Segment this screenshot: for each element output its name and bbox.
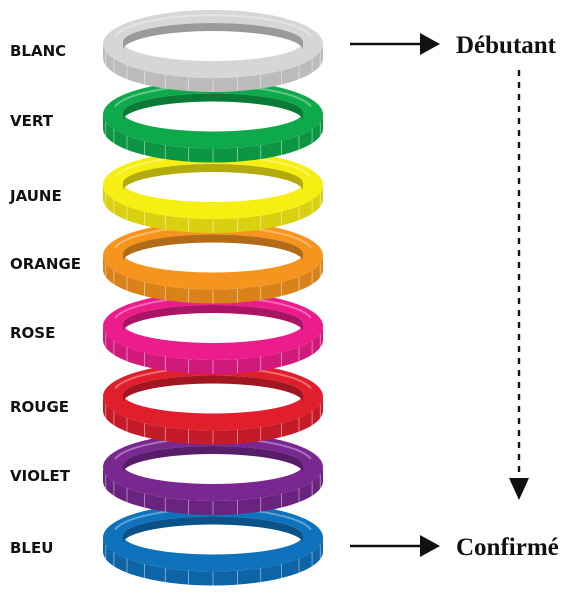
stage-start-label: Débutant	[456, 32, 557, 59]
level-label-orange: ORANGE	[10, 255, 81, 273]
level-label-jaune: JAUNE	[9, 187, 62, 205]
bracelet-rim	[102, 9, 323, 79]
bracelet-inner-wall	[123, 305, 303, 332]
bracelet-violet	[102, 432, 323, 515]
bracelet-jaune	[102, 150, 323, 233]
arrow-head-icon	[420, 33, 440, 55]
bracelet-highlight	[114, 14, 312, 37]
level-label-bleu: BLEU	[10, 539, 53, 557]
bracelet-wall	[103, 44, 323, 92]
level-label-rose: ROSE	[10, 324, 55, 342]
bracelet-inner-wall	[123, 375, 303, 403]
bracelet-rim	[102, 362, 323, 431]
bracelet-stack	[102, 9, 323, 586]
bracelet-wall	[103, 185, 323, 233]
bracelet-rose	[102, 291, 323, 374]
bracelet-inner-wall	[123, 516, 303, 544]
level-labels: BLANC VERT JAUNE ORANGE ROSE ROUGE VIOLE…	[9, 42, 81, 557]
bracelet-rim	[102, 221, 323, 290]
bracelet-wall	[103, 255, 323, 304]
bracelet-wall	[103, 326, 323, 374]
bracelet-rim	[102, 503, 323, 572]
bracelet-inner-wall	[123, 234, 303, 262]
bracelet-wall	[103, 467, 323, 515]
bracelet-rim	[102, 80, 323, 149]
bracelet-wall	[103, 114, 323, 163]
bracelet-inner-wall	[123, 23, 303, 50]
level-label-rouge: ROUGE	[10, 398, 69, 416]
bracelet-blanc	[102, 9, 323, 92]
end-arrow	[350, 535, 440, 557]
progression-arrow	[509, 70, 529, 500]
stage-end-label: Confirmé	[456, 534, 559, 561]
level-label-blanc: BLANC	[10, 42, 66, 60]
bracelet-rim	[102, 291, 323, 361]
bracelet-wall	[103, 537, 323, 586]
down-arrow-head-icon	[509, 478, 529, 500]
bracelet-wall	[103, 396, 323, 445]
level-label-vert: VERT	[10, 112, 54, 130]
start-arrow	[350, 33, 440, 55]
level-label-violet: VIOLET	[10, 467, 71, 485]
bracelet-orange	[102, 221, 323, 304]
bracelet-inner-wall	[123, 93, 303, 121]
bracelet-bleu	[102, 503, 323, 586]
arrow-head-icon	[420, 535, 440, 557]
bracelet-rouge	[102, 362, 323, 445]
bracelet-inner-wall	[123, 446, 303, 473]
bracelet-rim	[102, 150, 323, 220]
bracelet-rim	[102, 432, 323, 502]
bracelet-vert	[102, 80, 323, 163]
bracelet-inner-wall	[123, 164, 303, 191]
